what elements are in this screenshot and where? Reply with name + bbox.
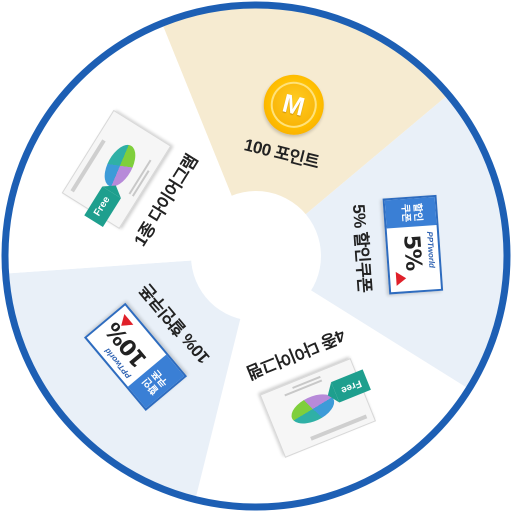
wheel-segment <box>256 95 507 389</box>
wheel-hub <box>191 191 321 321</box>
coupon-value: 5% <box>397 234 426 272</box>
coupon-brand: PPTworld <box>424 231 437 269</box>
coupon-side-label: 할인 쿠폰 <box>384 197 437 229</box>
coupon-icon: 할인 쿠폰 PPTworld 5% <box>382 195 443 295</box>
arrow-down-icon <box>395 271 407 287</box>
free-badge: Free <box>330 369 371 403</box>
free-badge: Free <box>84 186 122 227</box>
